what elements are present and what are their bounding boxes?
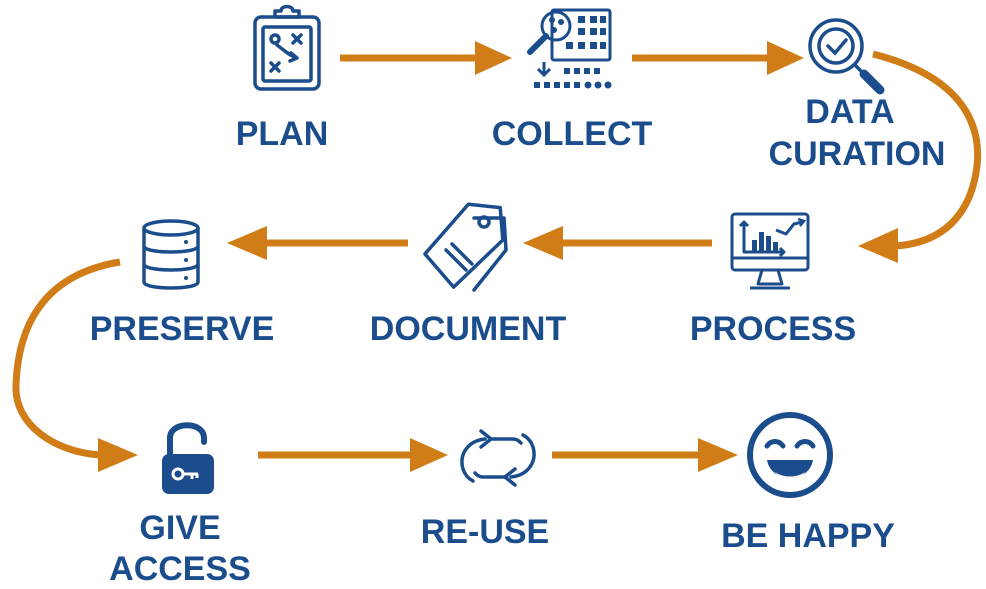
label-preserve: PRESERVE [89, 310, 275, 348]
arrowhead-process-to-document [523, 226, 563, 260]
label-curation-line2: CURATION [768, 135, 946, 173]
tag-icon [420, 198, 510, 298]
label-reuse: RE-USE [420, 513, 550, 551]
recycle-arrows-icon [455, 425, 541, 491]
label-process: PROCESS [689, 310, 857, 348]
label-access-line1: GIVE [139, 509, 221, 547]
arrowhead-document-to-preserve [227, 226, 267, 260]
data-collection-icon [522, 0, 618, 98]
arrow-preserve-to-access [12, 258, 121, 459]
happy-face-icon [745, 410, 835, 500]
clipboard-strategy-icon [245, 4, 329, 93]
label-access-line2: ACCESS [109, 550, 251, 588]
arrowhead-preserve-to-access [98, 438, 138, 472]
arrowhead-curation-to-process [858, 228, 898, 263]
open-lock-icon [158, 418, 218, 496]
label-happy: BE HAPPY [721, 517, 895, 555]
database-icon [140, 218, 202, 292]
label-plan: PLAN [235, 115, 329, 153]
arrowhead-plan-to-collect [475, 41, 512, 75]
arrowhead-reuse-to-happy [698, 438, 738, 472]
label-curation-line1: DATA [805, 93, 895, 131]
arrow-curation-to-process [872, 50, 982, 250]
monitor-chart-icon [728, 208, 812, 292]
label-collect: COLLECT [491, 115, 653, 153]
magnifier-check-icon [808, 18, 890, 95]
arrowhead-access-to-reuse [410, 438, 448, 472]
label-document: DOCUMENT [369, 310, 567, 348]
arrowhead-collect-to-curation [767, 41, 804, 75]
